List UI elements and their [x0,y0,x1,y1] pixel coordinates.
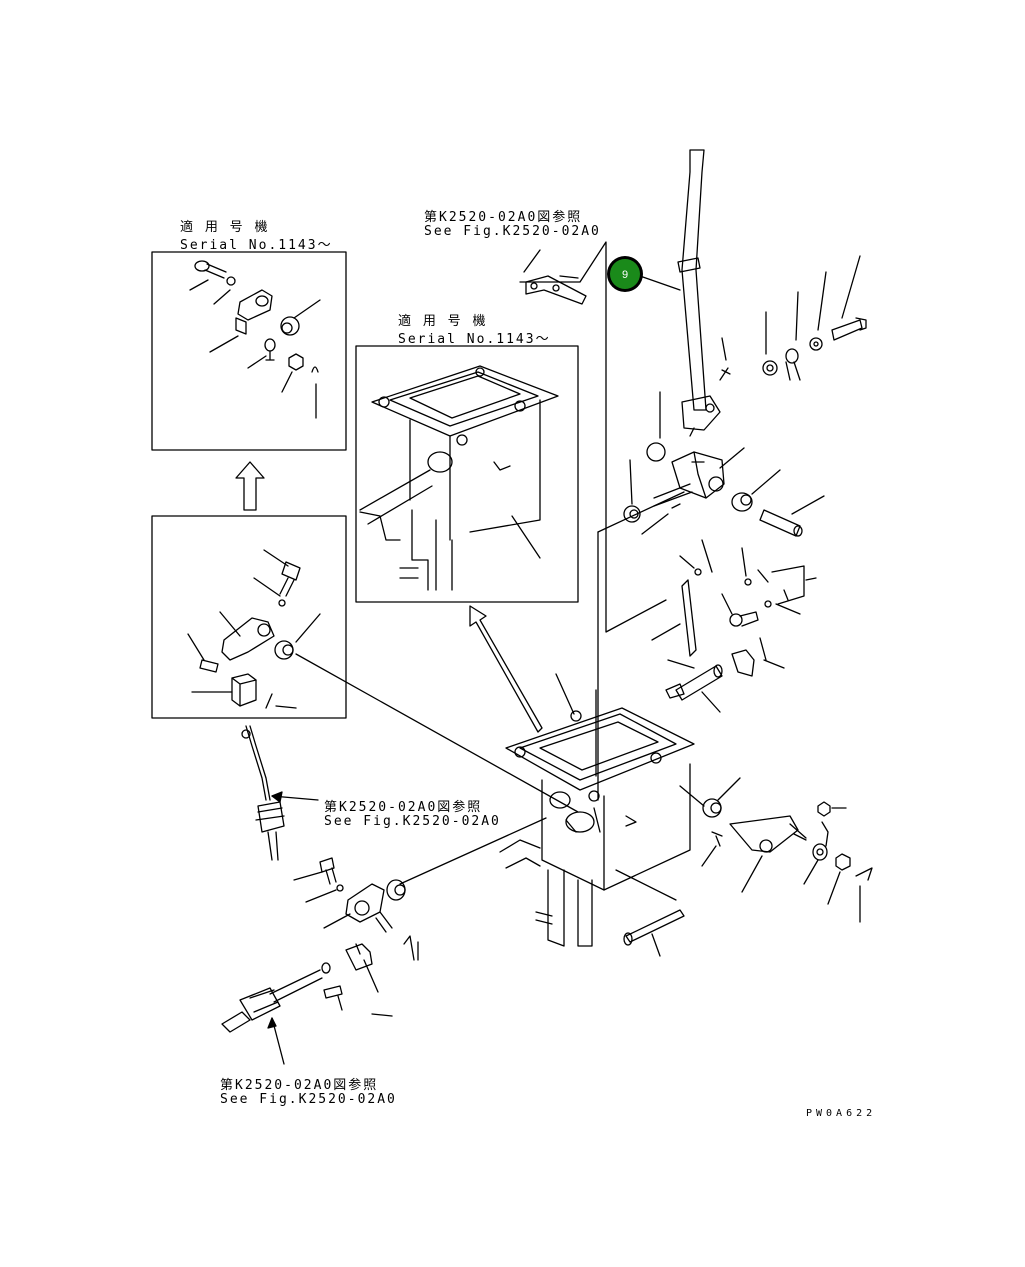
inset-bushing [280,316,300,336]
clamp-lower [345,883,393,933]
drawing-code: PW0A622 [806,1108,877,1119]
arrow-diagonal [469,605,543,733]
rod-end-2 [812,821,829,861]
inset-bolt [194,260,227,279]
ref-label-mid: See Fig.K2520-02A0 [324,814,501,829]
ref-link-part [525,275,587,305]
bolt-lower [319,857,337,885]
bushing-3 [623,505,641,523]
pin-long [759,509,803,537]
inset-nut [288,353,304,371]
serial-label-middle-jp: 適 用 号 機 [398,314,488,329]
pin-2 [711,831,723,847]
inset-box-lower-left [151,515,347,719]
bushing-4 [702,798,722,818]
ref-label-mid-jp: 第K2520-02A0図参照 [324,800,483,815]
washer-2 [809,337,823,351]
inset2-bolt [279,561,301,597]
nut-3 [835,853,851,871]
pivot-block [653,451,725,507]
ref-label-top-jp: 第K2520-02A0図参照 [424,210,583,225]
bolt-1 [831,317,867,341]
svg-text:9: 9 [622,269,628,281]
bushing-2 [731,492,753,512]
cable-upper [241,725,285,861]
serial-label-top-left: Serial No.1143～ [180,238,333,253]
inset-clamp [237,289,273,321]
inset-washer [226,276,236,286]
serial-label-top-left-jp: 適 用 号 機 [180,220,270,235]
inset-housing [359,365,559,591]
link-pin [729,611,759,627]
inset2-bushing [274,640,294,660]
tube [665,664,723,701]
ref-label-top: See Fig.K2520-02A0 [424,224,601,239]
link-rod [681,579,697,657]
washer-1 [762,360,778,376]
arrow-up [235,461,265,511]
ref-label-bottom: See Fig.K2520-02A0 [220,1092,397,1107]
main-housing [499,707,695,947]
inset-box-middle [355,345,579,603]
bushing-1 [646,442,666,462]
nut-2 [817,801,831,817]
bracket-lower [345,943,373,971]
gear-lever [677,149,721,437]
rod-end-1 [785,348,801,381]
bolt-lower-2 [323,985,343,999]
inset-box-top-left [151,251,347,451]
cable-lower [221,962,331,1033]
inset2-clamp [221,617,275,661]
small-plate [731,649,755,677]
ref-label-bottom-jp: 第K2520-02A0図参照 [220,1078,379,1093]
callout-badge-9[interactable]: 9 [607,256,643,292]
bushing-5 [386,879,406,901]
serial-label-middle: Serial No.1143～ [398,332,551,347]
lever-arm [729,815,807,853]
long-bolt [623,909,685,946]
